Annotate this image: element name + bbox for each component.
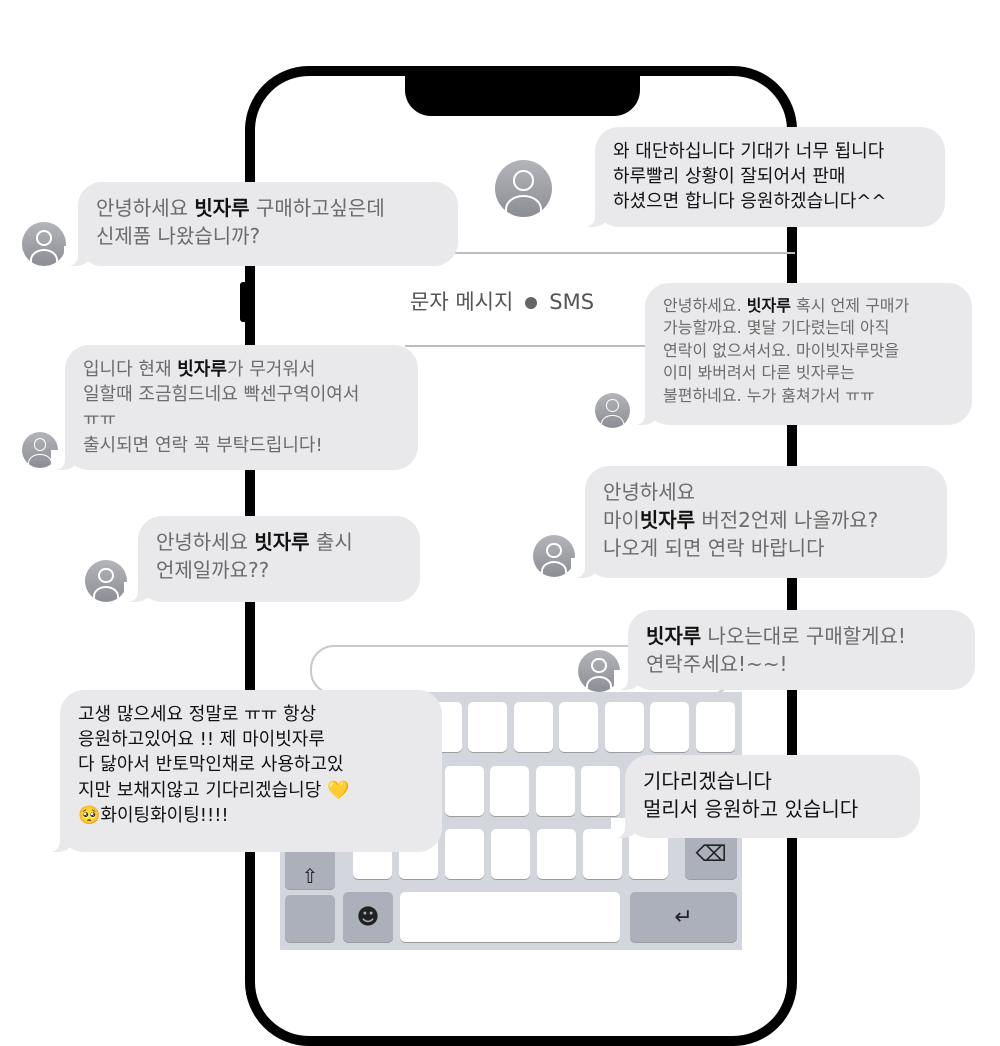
phone-side-button xyxy=(240,282,248,322)
message-text: 가 무거워서 일할때 조금힘드네요 빡센구역이여서 ㅠㅠ 출시되면 연락 꼭 부… xyxy=(83,359,360,456)
product-name-highlight: 빗자루 xyxy=(177,359,227,380)
letter-key[interactable] xyxy=(581,766,620,816)
message-text: 버전2언제 나올까요? 나오게 되면 연락 바랍니다 xyxy=(603,508,879,560)
message-bubble[interactable]: 와 대단하십니다 기대가 너무 됩니다 하루빨리 상황이 잘되어서 판매 하셨으… xyxy=(581,127,945,227)
message-text: 안녕하세요. xyxy=(663,296,747,315)
return-key[interactable]: ↵ xyxy=(630,892,737,942)
message-bubble[interactable]: 입니다 현재 빗자루가 무거워서 일할때 조금힘드네요 빡센구역이여서 ㅠㅠ 출… xyxy=(51,345,418,470)
message-text: 구매하고싶은데 신제품 나왔습니까? xyxy=(96,196,385,248)
letter-key[interactable] xyxy=(491,829,530,879)
message-bubble[interactable]: 안녕하세요 빗자루 구매하고싶은데 신제품 나왔습니까? xyxy=(64,182,458,266)
divider xyxy=(405,345,645,347)
space-key[interactable] xyxy=(400,892,620,942)
number-switch-key[interactable] xyxy=(285,895,335,942)
emoji-key[interactable]: ☻ xyxy=(343,892,393,942)
avatar-icon[interactable] xyxy=(85,560,127,602)
message-bubble[interactable]: 안녕하세요. 빗자루 혹시 언제 구매가 가능할까요. 몇달 기다렸는데 아직 … xyxy=(631,283,972,425)
message-text: 안녕하세요 xyxy=(156,530,255,554)
product-name-highlight: 빗자루 xyxy=(639,508,696,532)
letter-key[interactable] xyxy=(444,766,484,816)
message-bubble[interactable]: 안녕하세요 마이빗자루 버전2언제 나올까요? 나오게 되면 연락 바랍니다 xyxy=(571,466,947,578)
conversation-header: 문자 메시지 SMS xyxy=(410,286,594,316)
message-text: 나오는대로 구매할게요! 연락주세요!~~! xyxy=(646,624,906,676)
message-bubble[interactable]: 기다리겠습니다 멀리서 응원하고 있습니다 xyxy=(611,755,920,838)
service-type: SMS xyxy=(549,290,595,314)
shift-arrow-icon: ⇧ xyxy=(301,864,319,888)
letter-key[interactable] xyxy=(537,829,576,879)
product-name-highlight: 빗자루 xyxy=(254,530,310,554)
message-text: 출시 언제일까요?? xyxy=(156,530,353,582)
message-bubble[interactable]: 안녕하세요 빗자루 출시 언제일까요?? xyxy=(124,516,420,602)
letter-key[interactable] xyxy=(604,702,644,752)
message-text: 입니다 현재 xyxy=(83,359,178,380)
avatar-icon[interactable] xyxy=(495,160,552,217)
letter-key[interactable] xyxy=(535,766,575,816)
smiley-face-icon: ☻ xyxy=(356,904,380,930)
avatar-icon[interactable] xyxy=(578,650,620,692)
message-text: 와 대단하십니다 기대가 너무 됩니다 하루빨리 상황이 잘되어서 판매 하셨으… xyxy=(613,141,887,213)
letter-key[interactable] xyxy=(695,702,735,752)
product-name-highlight: 빗자루 xyxy=(746,296,791,315)
avatar-icon[interactable] xyxy=(22,222,66,266)
letter-key[interactable] xyxy=(650,702,689,752)
message-text: 혹시 언제 구매가 가능할까요. 몇달 기다렸는데 아직 연락이 없으셔서요. … xyxy=(663,296,910,405)
letter-key[interactable] xyxy=(490,766,529,816)
product-name-highlight: 빗자루 xyxy=(646,624,702,648)
message-text: 기다리겠습니다 멀리서 응원하고 있습니다 xyxy=(643,769,859,821)
letter-key[interactable] xyxy=(468,702,507,752)
message-text: 안녕하세요 마이 xyxy=(603,480,695,532)
backspace-icon: ⌫ xyxy=(695,841,727,867)
message-bubble[interactable]: 빗자루 나오는대로 구매할게요! 연락주세요!~~! xyxy=(614,610,975,690)
avatar-icon[interactable] xyxy=(595,393,630,428)
message-bubble[interactable]: 고생 많으세요 정말로 ㅠㅠ 항상 응원하고있어요 !! 제 마이빗자루 다 닳… xyxy=(46,690,442,852)
avatar-icon[interactable] xyxy=(533,535,575,577)
phone-notch xyxy=(405,66,640,116)
dot-separator xyxy=(525,297,538,309)
letter-key[interactable] xyxy=(559,702,598,752)
service-label: 문자 메시지 xyxy=(410,290,514,314)
product-name-highlight: 빗자루 xyxy=(194,196,250,220)
letter-key[interactable] xyxy=(445,829,484,879)
message-text: 고생 많으세요 정말로 ㅠㅠ 항상 응원하고있어요 !! 제 마이빗자루 다 닳… xyxy=(78,704,350,826)
message-text: 안녕하세요 xyxy=(96,196,195,220)
divider xyxy=(455,252,795,254)
return-arrow-icon: ↵ xyxy=(674,904,693,930)
letter-key[interactable] xyxy=(513,702,553,752)
